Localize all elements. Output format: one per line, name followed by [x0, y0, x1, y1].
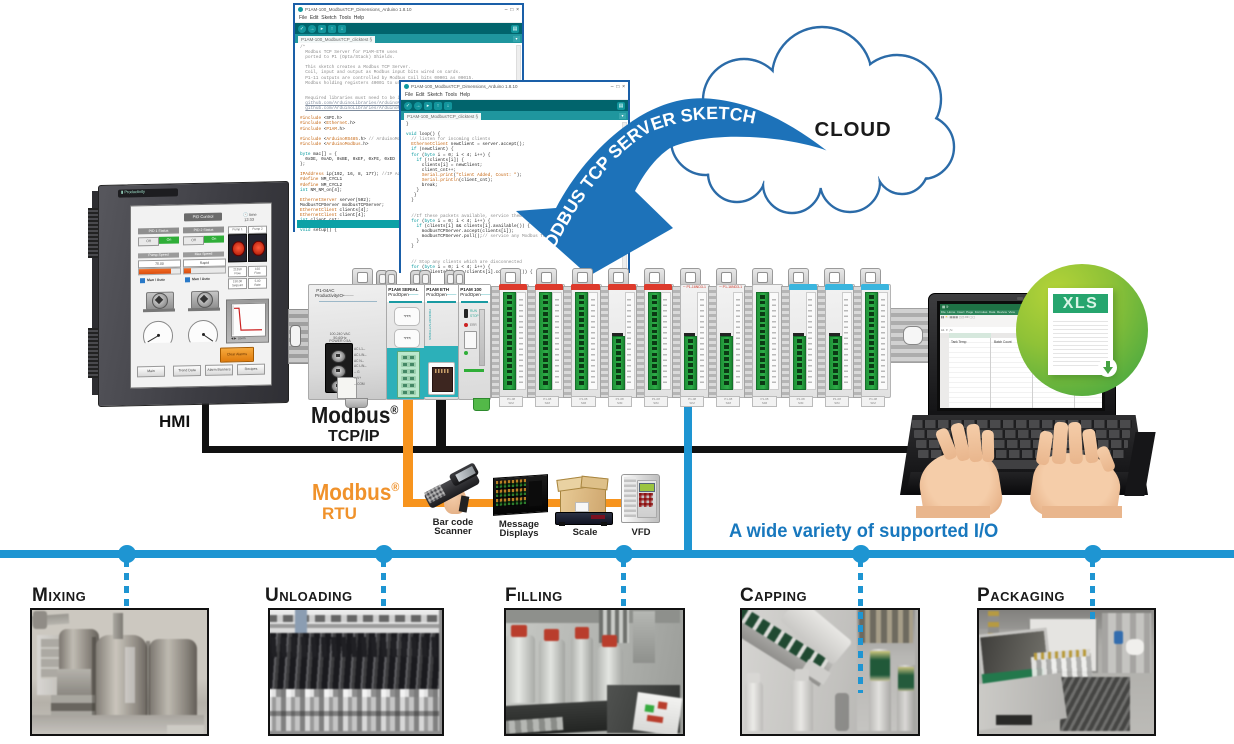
- svg-text:CLOUD: CLOUD: [815, 118, 892, 141]
